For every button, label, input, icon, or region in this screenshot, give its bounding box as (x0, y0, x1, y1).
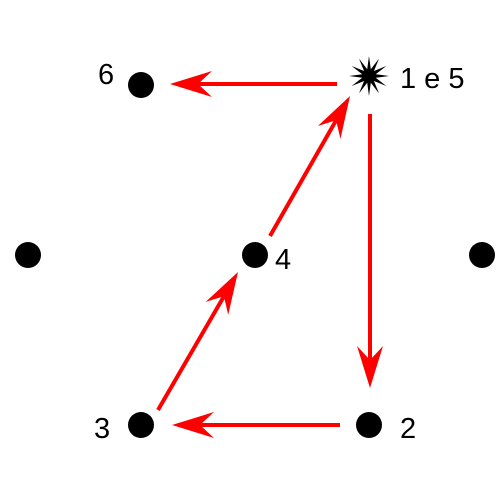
label-point-4: 4 (275, 244, 291, 276)
arrow-2-to-3 (172, 412, 340, 438)
arrow-head (205, 272, 238, 315)
point-6-dot (128, 72, 154, 98)
starburst-icon (349, 56, 389, 96)
arrow-head (172, 412, 214, 438)
arrow-3-to-4 (156, 272, 238, 412)
point-2-dot (356, 412, 382, 438)
arrow-head (170, 71, 212, 97)
arrow-4-to-5 (268, 96, 350, 237)
label-point-2: 2 (400, 413, 416, 445)
point-3-dot (128, 412, 154, 438)
arrow-shaft (268, 119, 338, 237)
point-left-dot (15, 242, 41, 268)
arrow-shaft (156, 295, 226, 412)
label-point-6: 6 (98, 59, 114, 91)
point-right-dot (469, 242, 495, 268)
arrow-head (357, 346, 383, 388)
starburst-shape (349, 56, 389, 96)
label-point-1-and-5: 1 e 5 (400, 63, 465, 95)
arrow-5-to-6 (170, 71, 337, 97)
label-point-3: 3 (94, 413, 110, 445)
arrow-head (317, 96, 350, 139)
arrow-1-to-2 (357, 114, 383, 388)
point-4-dot (242, 242, 268, 268)
